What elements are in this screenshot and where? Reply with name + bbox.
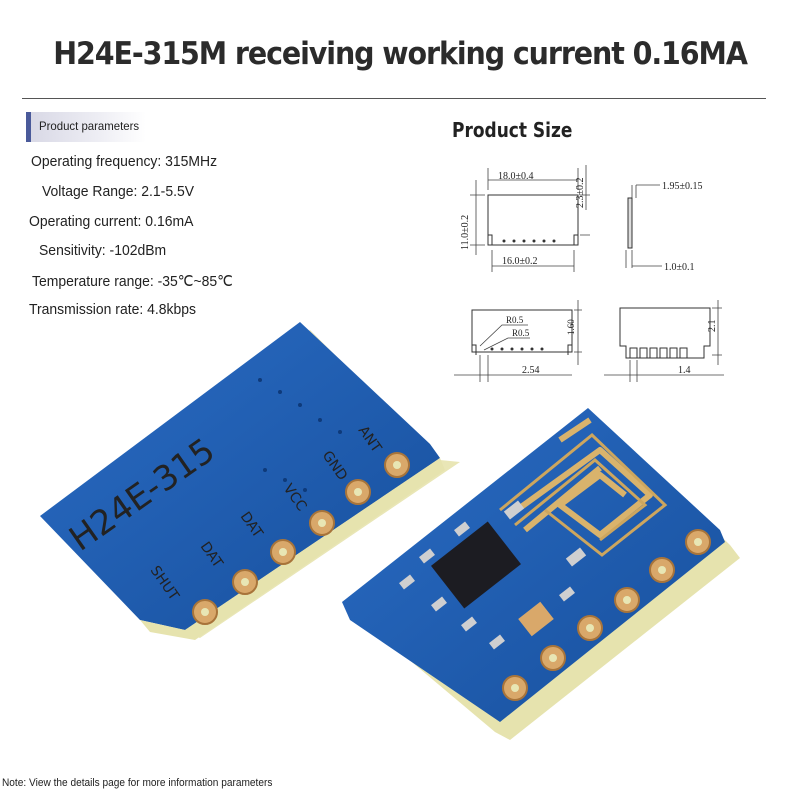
title-divider xyxy=(22,98,766,99)
product-photo: H24E-315 SHUT DAT DAT VCC GND ANT xyxy=(40,322,740,740)
dim-side-pitch: 1.4 xyxy=(678,365,691,376)
dim-thickness: 1.95±0.15 xyxy=(662,181,703,192)
param-temperature: Temperature range: -35℃~85℃ xyxy=(32,273,233,290)
pin-detail-drawing: R0.5 R0.5 1.60 2.54 xyxy=(454,300,582,382)
module-front-side xyxy=(342,408,740,740)
dim-pin-thickness: 1.0±0.1 xyxy=(664,262,695,273)
param-voltage: Voltage Range: 2.1-5.5V xyxy=(42,183,195,200)
top-view-drawing: 18.0±0.4 11.0±0.2 16.0±0.2 2.3±0.2 xyxy=(460,165,590,272)
dimension-drawing: 18.0±0.4 11.0±0.2 16.0±0.2 2.3±0.2 1.95±… xyxy=(454,165,724,382)
dim-side-height: 2.1 xyxy=(707,320,718,333)
dim-width-top: 18.0±0.4 xyxy=(498,171,534,182)
dim-height-left: 11.0±0.2 xyxy=(460,215,471,250)
params-heading: Product parameters xyxy=(39,119,140,133)
param-current: Operating current: 0.16mA xyxy=(29,213,194,230)
param-sensitivity: Sensitivity: -102dBm xyxy=(39,242,167,259)
dim-width-bottom: 16.0±0.2 xyxy=(502,256,538,267)
dim-pin-height: 1.60 xyxy=(566,319,576,335)
page-title: H24E-315M receiving working current 0.16… xyxy=(53,36,748,72)
footer-note: Note: View the details page for more inf… xyxy=(2,777,273,789)
side-view-drawing: 1.95±0.15 1.0±0.1 xyxy=(625,181,703,273)
dim-pitch: 2.54 xyxy=(522,365,540,376)
side-pin-drawing: 2.1 1.4 xyxy=(604,300,724,382)
dim-notch: 2.3±0.2 xyxy=(575,178,586,209)
dim-radius-2: R0.5 xyxy=(512,328,530,338)
params-tag: Product parameters xyxy=(26,112,146,142)
param-rate: Transmission rate: 4.8kbps xyxy=(29,301,196,318)
param-frequency: Operating frequency: 315MHz xyxy=(31,153,218,170)
size-heading: Product Size xyxy=(452,118,573,142)
module-back-side: H24E-315 SHUT DAT DAT VCC GND ANT xyxy=(40,322,460,640)
dim-radius-1: R0.5 xyxy=(506,315,524,325)
